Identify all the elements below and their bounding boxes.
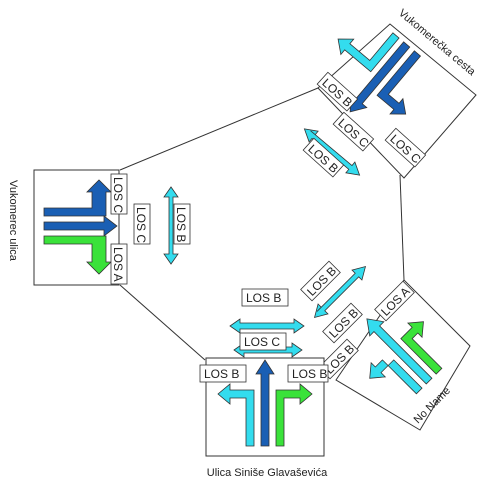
west-ped-arrow — [163, 186, 179, 265]
connector-west-ne — [119, 87, 319, 171]
west-through-arrow — [43, 215, 118, 237]
west-ped-los-c: LOS C — [134, 207, 148, 243]
south-right-arrow — [275, 383, 313, 447]
northeast-approach: LOS B LOS C LOS C LOS B Vukomerečka cest… — [302, 7, 478, 179]
west-left-arrow — [43, 179, 112, 217]
se-ped-arrow — [313, 265, 367, 319]
southeast-approach: LOS A LOS B LOS B LOS B No Name — [300, 260, 471, 431]
west-right-arrow — [43, 235, 112, 275]
south-through-los: LOS C — [244, 335, 280, 349]
south-through-arrow — [255, 359, 275, 447]
south-ped-los: LOS B — [246, 291, 281, 305]
ne-approach-box — [317, 23, 477, 179]
west-right-los: LOS A — [111, 247, 125, 282]
south-left-arrow — [217, 383, 255, 447]
street-west-label: Vukomerec ulica — [7, 180, 19, 262]
south-right-los: LOS B — [292, 367, 327, 381]
se-right-arrow — [400, 321, 443, 375]
west-approach: LOS C LOS A LOS C LOS B Vukomerec ulica — [7, 169, 191, 286]
connector-west-s — [119, 284, 206, 361]
connector-ne-se — [399, 174, 405, 281]
se-through-arrow — [366, 318, 433, 385]
ne-left-arrow — [337, 32, 400, 73]
ne-right-arrow — [376, 50, 422, 115]
south-approach: LOS B LOS C LOS B LOS B Ulica Siniše Gla… — [199, 288, 329, 479]
west-left-los: LOS C — [111, 177, 125, 213]
connector-lines — [119, 87, 405, 361]
street-south-label: Ulica Siniše Glavaševića — [207, 467, 328, 479]
se-left-arrow — [369, 359, 423, 395]
south-left-los: LOS B — [204, 367, 239, 381]
south-ped-arrow-upper — [229, 318, 305, 334]
west-ped-los-b: LOS B — [174, 207, 188, 242]
